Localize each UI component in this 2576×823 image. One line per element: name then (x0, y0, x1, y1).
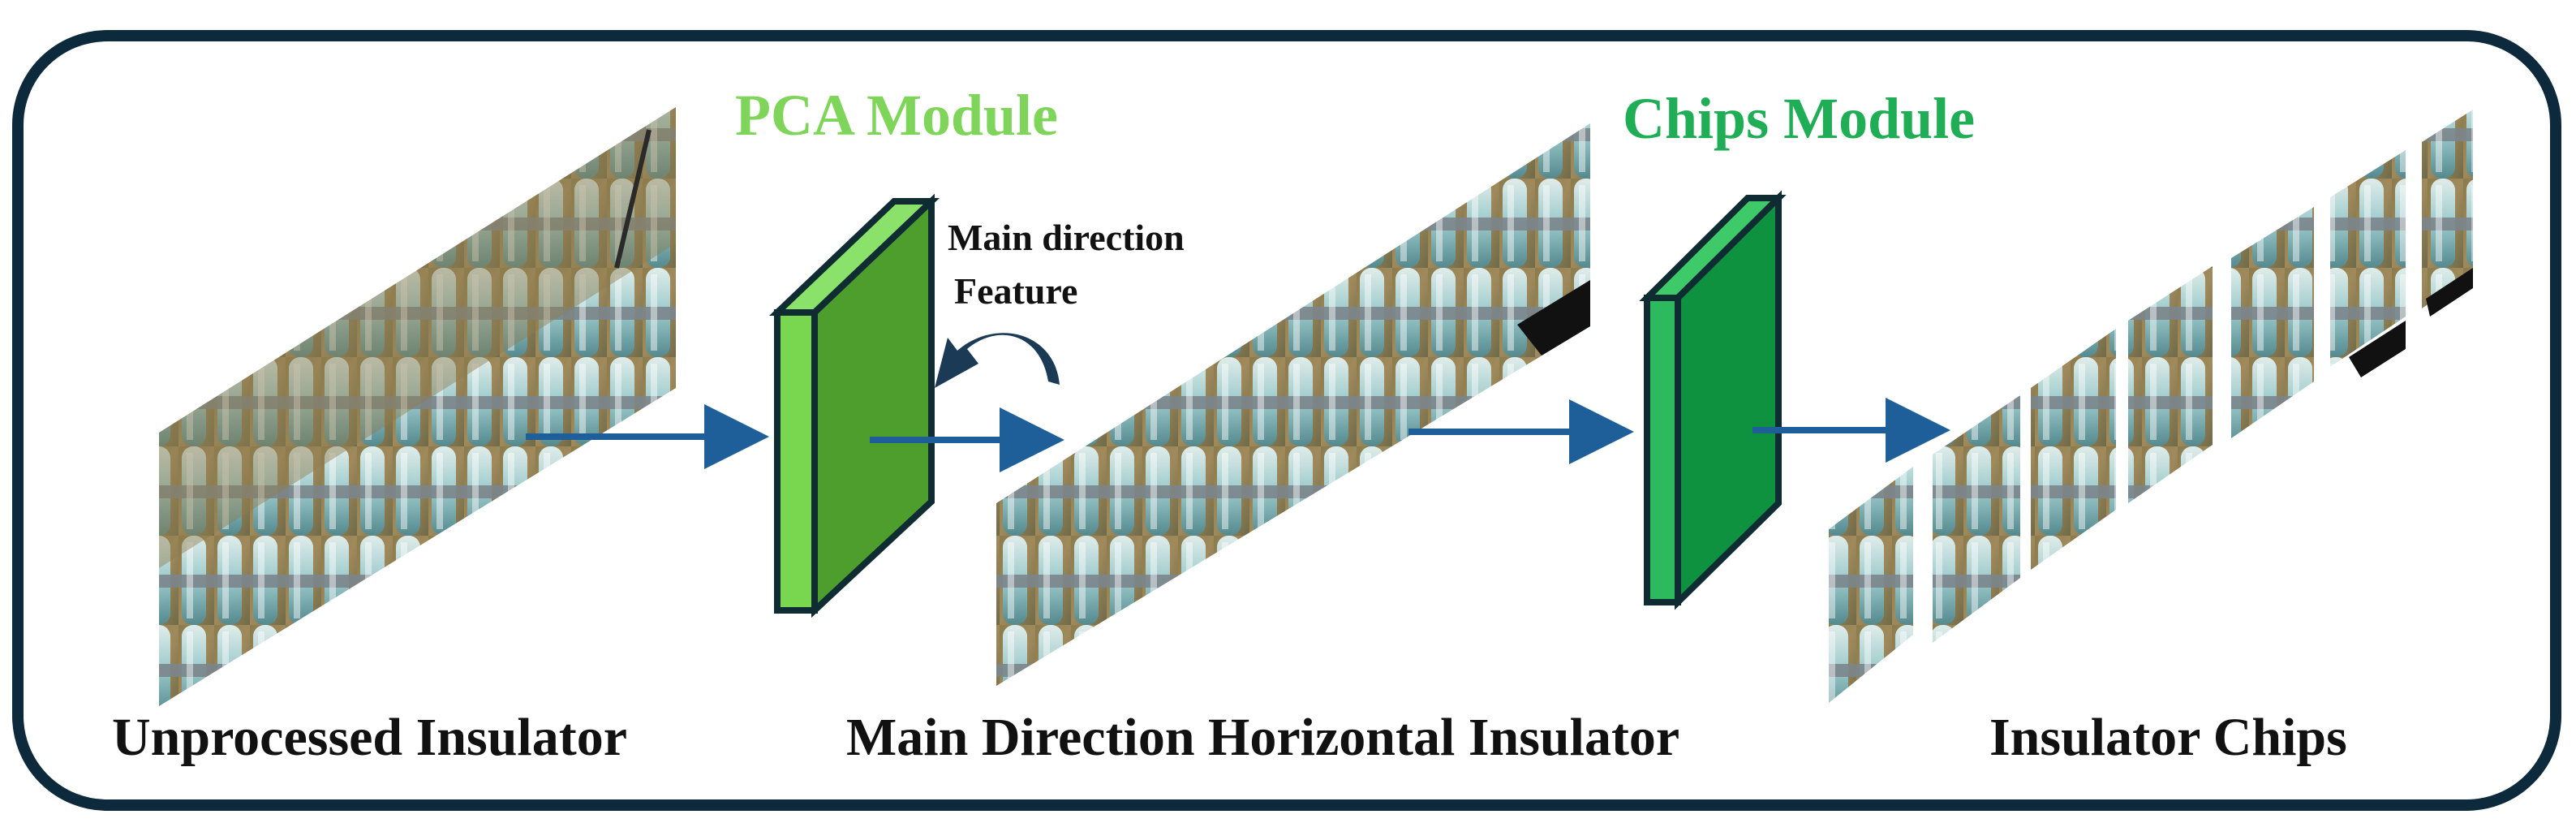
pca-module-block (768, 193, 940, 618)
rotation-arrow-icon (935, 333, 1060, 388)
insulator-chips-group (1829, 110, 2473, 703)
insulator-chip (2330, 150, 2406, 367)
insulator-chip (2128, 266, 2213, 503)
insulator-chip (1829, 467, 1913, 703)
main-direction-annotation-line1: Main direction (948, 217, 1185, 258)
caption-horizontal-insulator: Main Direction Horizontal Insulator (846, 708, 1679, 767)
pca-module-title: PCA Module (735, 83, 1058, 148)
unprocessed-insulator-image (159, 107, 676, 706)
chips-module-title: Chips Module (1623, 86, 1975, 151)
main-direction-annotation-line2: Feature (954, 270, 1077, 312)
caption-unprocessed-insulator: Unprocessed Insulator (112, 708, 627, 767)
horizontal-insulator-image (996, 123, 1590, 686)
insulator-chip (2422, 110, 2473, 308)
insulator-chip (2231, 207, 2314, 438)
chips-module-block (1639, 190, 1787, 610)
insulator-chip (1933, 395, 2020, 643)
insulator-chip (2031, 329, 2116, 570)
caption-insulator-chips: Insulator Chips (1989, 708, 2347, 767)
